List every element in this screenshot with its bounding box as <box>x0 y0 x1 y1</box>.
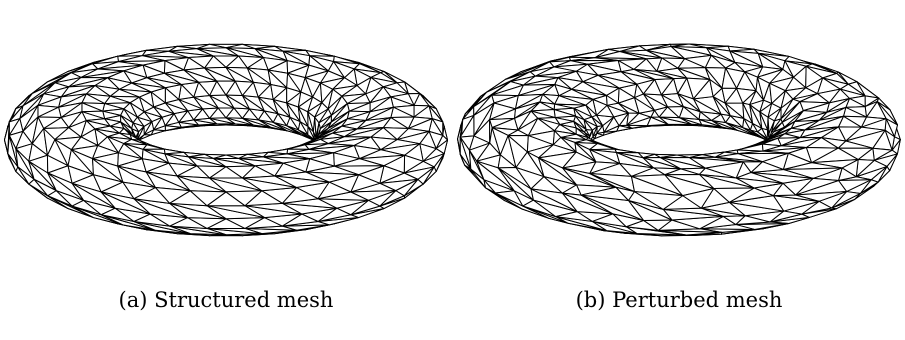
mesh-triangle <box>225 190 263 207</box>
torus-mesh-structured <box>3 43 449 237</box>
mesh-triangle <box>682 188 715 209</box>
caption-perturbed-mesh: (b) Perturbed mesh <box>575 288 783 312</box>
mesh-triangle <box>634 191 684 210</box>
mesh-triangle <box>216 80 236 96</box>
figure-structured-mesh: (a) Structured mesh <box>0 0 452 340</box>
mesh-triangle <box>189 190 227 207</box>
torus-mesh-perturbed <box>457 43 901 237</box>
figure-perturbed-mesh: (b) Perturbed mesh <box>453 0 905 340</box>
caption-structured-mesh: (a) Structured mesh <box>118 288 334 312</box>
mesh-triangle <box>750 161 784 173</box>
perturbed-mesh-triangles <box>457 43 901 237</box>
structured-mesh-triangles <box>3 43 449 237</box>
